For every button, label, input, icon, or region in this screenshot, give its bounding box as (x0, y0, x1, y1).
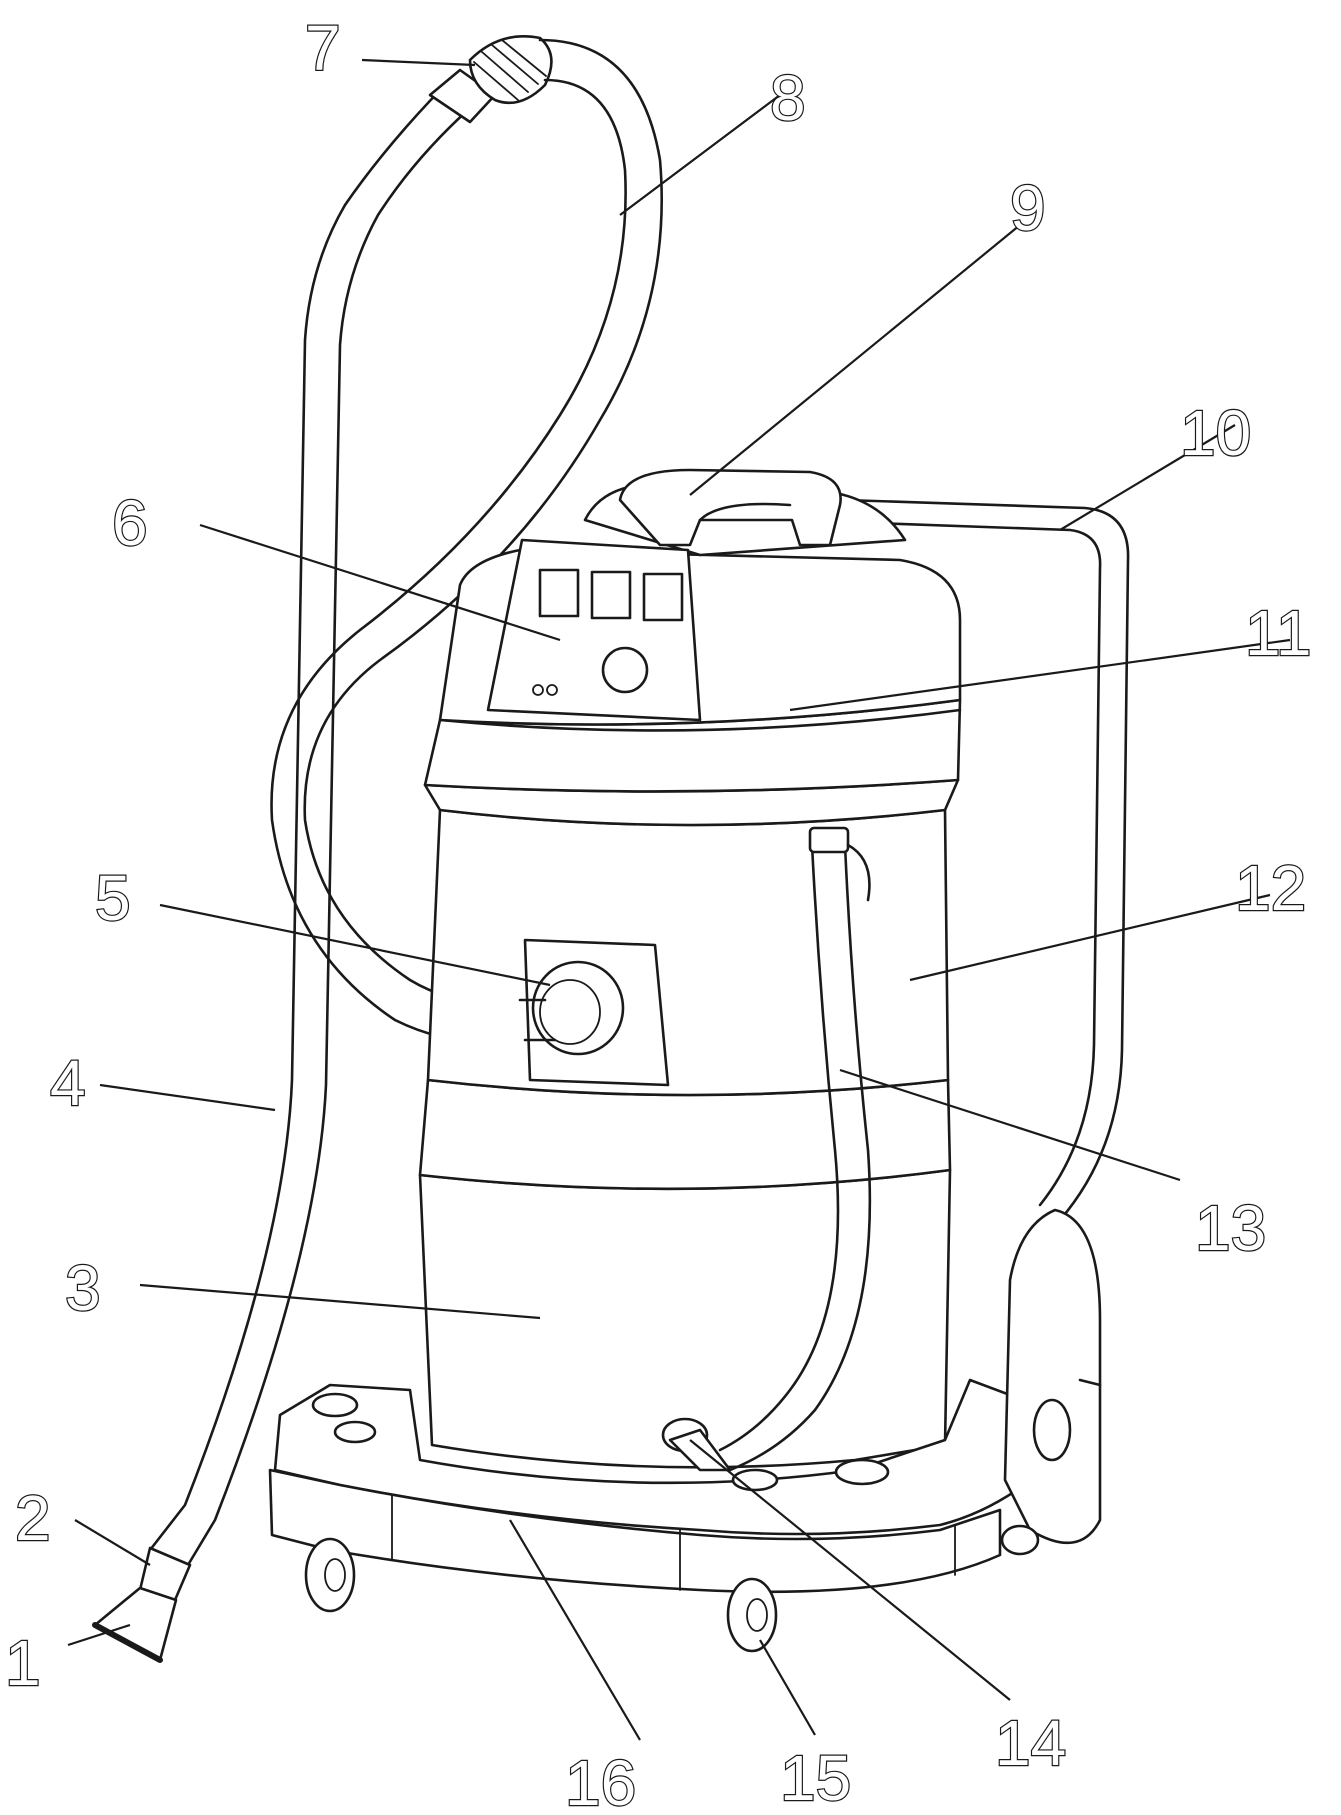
label-15: 15 (780, 1742, 851, 1814)
display-window-3 (642, 572, 684, 622)
label-9: 9 (1010, 172, 1046, 244)
caster-front-right (726, 1577, 778, 1653)
label-7: 7 (305, 12, 341, 84)
drain-hose (718, 826, 872, 1472)
indicator-light (546, 684, 558, 696)
label-8: 8 (770, 62, 806, 134)
rear-wheel (1003, 1208, 1102, 1545)
label-3: 3 (65, 1252, 101, 1324)
top-handle (618, 468, 842, 547)
caster-front-left (304, 1537, 356, 1613)
hose-inlet (523, 938, 670, 1087)
leader-lines (67, 58, 1291, 1741)
label-14: 14 (995, 1707, 1066, 1779)
upper-tank (423, 778, 960, 1097)
flex-hose (270, 38, 663, 1044)
label-1: 1 (5, 1627, 41, 1699)
label-5: 5 (95, 862, 131, 934)
nozzle (92, 1546, 192, 1663)
label-11: 11 (1245, 597, 1311, 669)
caster-rear (1000, 1524, 1040, 1556)
control-panel (486, 538, 702, 722)
top-connector (428, 35, 553, 124)
label-4: 4 (50, 1047, 86, 1119)
label-6: 6 (112, 487, 148, 559)
label-13: 13 (1195, 1192, 1266, 1264)
part-labels: 1 2 3 4 5 6 7 8 9 10 11 12 13 14 15 16 (4, 11, 1313, 1815)
wand-tube (148, 73, 487, 1567)
display-window-2 (590, 570, 632, 620)
label-16: 16 (565, 1747, 636, 1815)
label-12: 12 (1235, 852, 1306, 924)
base-trolley (268, 1378, 1057, 1594)
label-10: 10 (1180, 397, 1251, 469)
control-knob (601, 646, 649, 694)
hose-elbow (518, 998, 557, 1042)
indicator-light (532, 684, 544, 696)
lower-tank (418, 1078, 952, 1469)
label-2: 2 (15, 1482, 51, 1554)
display-window-1 (538, 568, 580, 618)
handle-frame (843, 498, 1130, 1222)
